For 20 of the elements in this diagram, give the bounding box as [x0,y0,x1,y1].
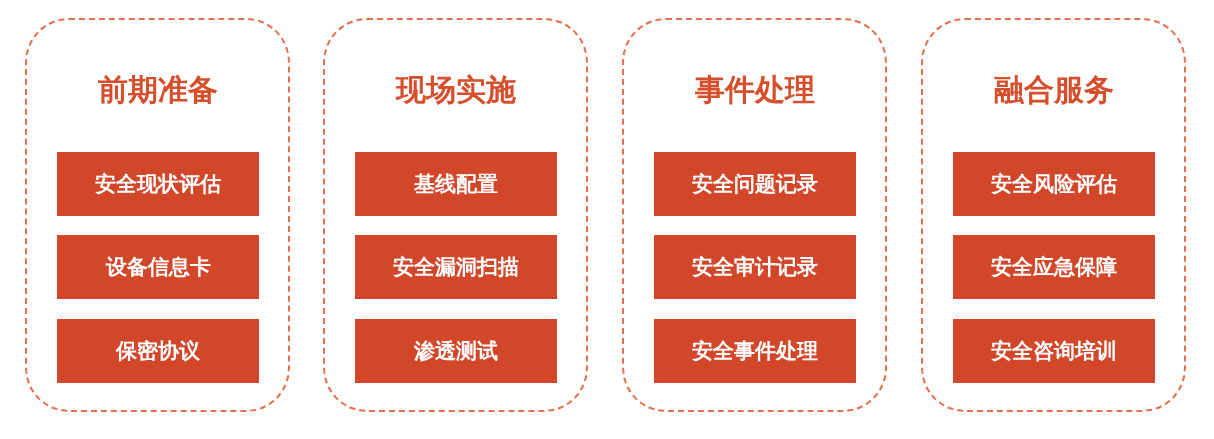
item-box: 安全审计记录 [654,235,856,299]
item-box: 安全咨询培训 [953,319,1155,383]
item-box: 安全漏洞扫描 [355,235,557,299]
dashed-panel [25,18,290,412]
item-box: 安全事件处理 [654,319,856,383]
dashed-panel [323,18,588,412]
item-box: 渗透测试 [355,319,557,383]
item-box: 安全问题记录 [654,152,856,216]
item-box: 基线配置 [355,152,557,216]
panel-title: 前期准备 [97,71,218,109]
panel-title: 现场实施 [395,71,516,109]
item-box: 设备信息卡 [57,235,259,299]
item-box: 安全风险评估 [953,152,1155,216]
panel-title: 融合服务 [993,71,1114,109]
item-box: 安全现状评估 [57,152,259,216]
panel-title: 事件处理 [694,71,815,109]
item-box: 安全应急保障 [953,235,1155,299]
dashed-panel [921,18,1186,412]
dashed-panel [622,18,887,412]
item-box: 保密协议 [57,319,259,383]
